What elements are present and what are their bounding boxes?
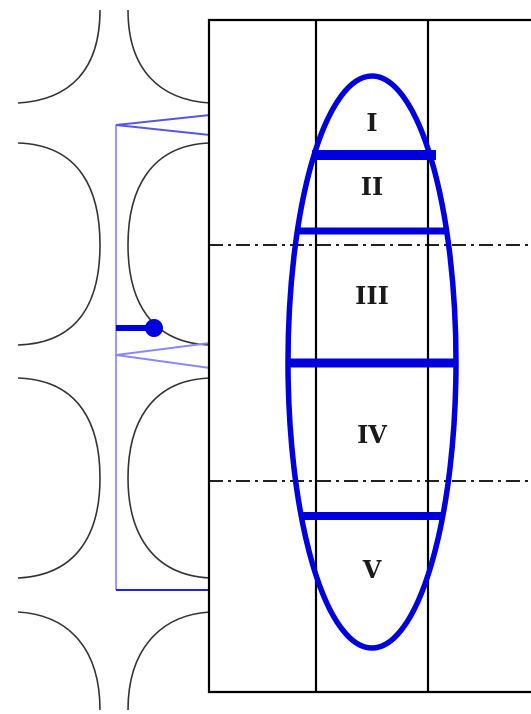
region-label-iii: III xyxy=(355,281,389,310)
frame-outline xyxy=(207,18,531,694)
blue-zigzag-middle xyxy=(115,342,211,369)
region-label-iv: IV xyxy=(357,420,387,449)
blue-pin-dot xyxy=(145,319,163,337)
region-label-i: I xyxy=(366,108,377,137)
arc-pattern xyxy=(17,9,211,711)
region-labels: I II III IV V xyxy=(355,108,389,584)
region-label-ii: II xyxy=(361,172,383,201)
arc-lower-left xyxy=(17,377,101,579)
arc-lower-right xyxy=(127,377,211,579)
arc-upper-right xyxy=(127,142,211,346)
region-label-v: V xyxy=(362,555,382,584)
arc-bottom-left xyxy=(17,611,101,711)
blue-zigzag-top xyxy=(115,114,211,136)
arc-upper-left xyxy=(17,142,101,346)
ellipse-group xyxy=(285,73,459,651)
blue-lines-left xyxy=(115,114,211,591)
arc-bottom-right xyxy=(127,611,211,711)
arc-top-left xyxy=(17,9,101,104)
arc-top-right xyxy=(127,9,211,104)
